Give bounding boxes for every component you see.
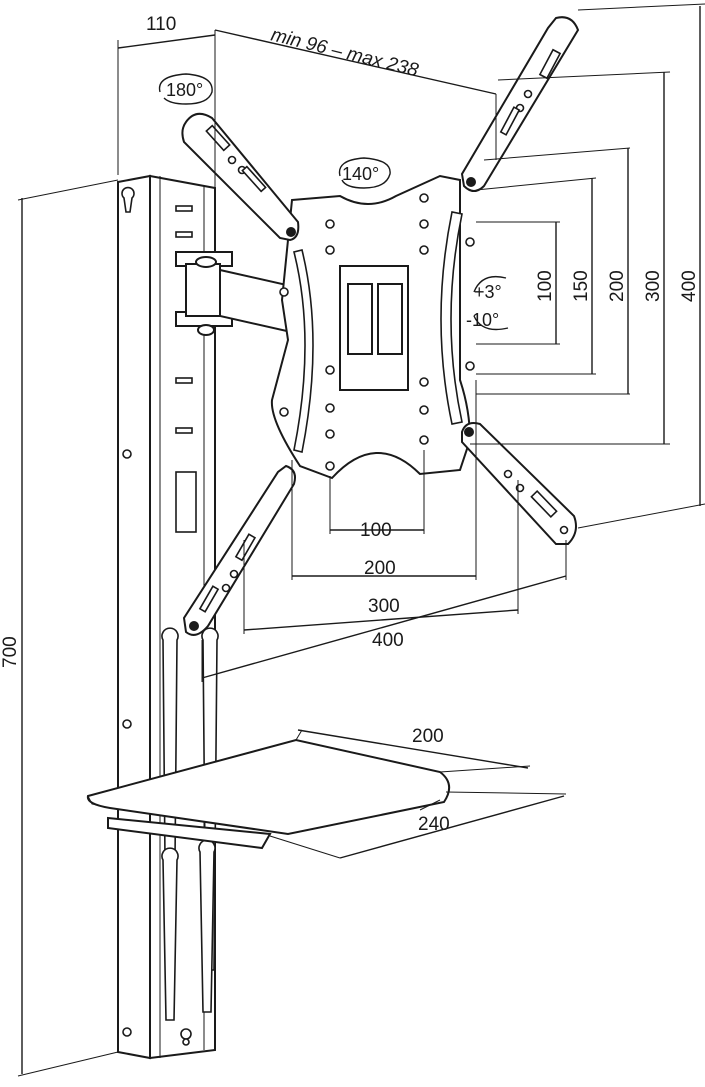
vesa-v-300: 300	[643, 270, 664, 302]
vesa-plate	[270, 174, 475, 480]
vesa-h-100: 100	[360, 520, 392, 541]
vesa-arm-top-left	[181, 112, 300, 242]
extension-range-label: min 96 – max 238	[269, 24, 421, 81]
vesa-h-400: 400	[372, 630, 404, 651]
vesa-v-400: 400	[679, 270, 700, 302]
vesa-v-150: 150	[571, 270, 592, 302]
vesa-v-200: 200	[607, 270, 628, 302]
wall-offset-label: 110	[146, 14, 176, 35]
vesa-arm-bottom-right	[461, 422, 577, 545]
shelf	[86, 738, 451, 850]
vesa-v-100: 100	[535, 270, 556, 302]
vesa-h-200: 200	[364, 558, 396, 579]
shelf-width-label: 240	[418, 814, 450, 835]
tilt-down-label: -10°	[466, 310, 499, 330]
vesa-h-300: 300	[368, 596, 400, 617]
vesa-arm-bottom-left	[182, 464, 296, 636]
dimension-lines	[17, 3, 705, 1077]
height-label: 700	[0, 636, 21, 668]
swivel-label: 180°	[166, 80, 203, 100]
vesa-arm-top-right	[460, 16, 580, 192]
tilt-up-label: +3°	[474, 282, 502, 302]
shelf-depth-label: 200	[412, 726, 444, 747]
rotation-arrows	[158, 73, 509, 331]
rotation-label: 140°	[342, 164, 379, 184]
swivel-arm	[175, 251, 301, 336]
